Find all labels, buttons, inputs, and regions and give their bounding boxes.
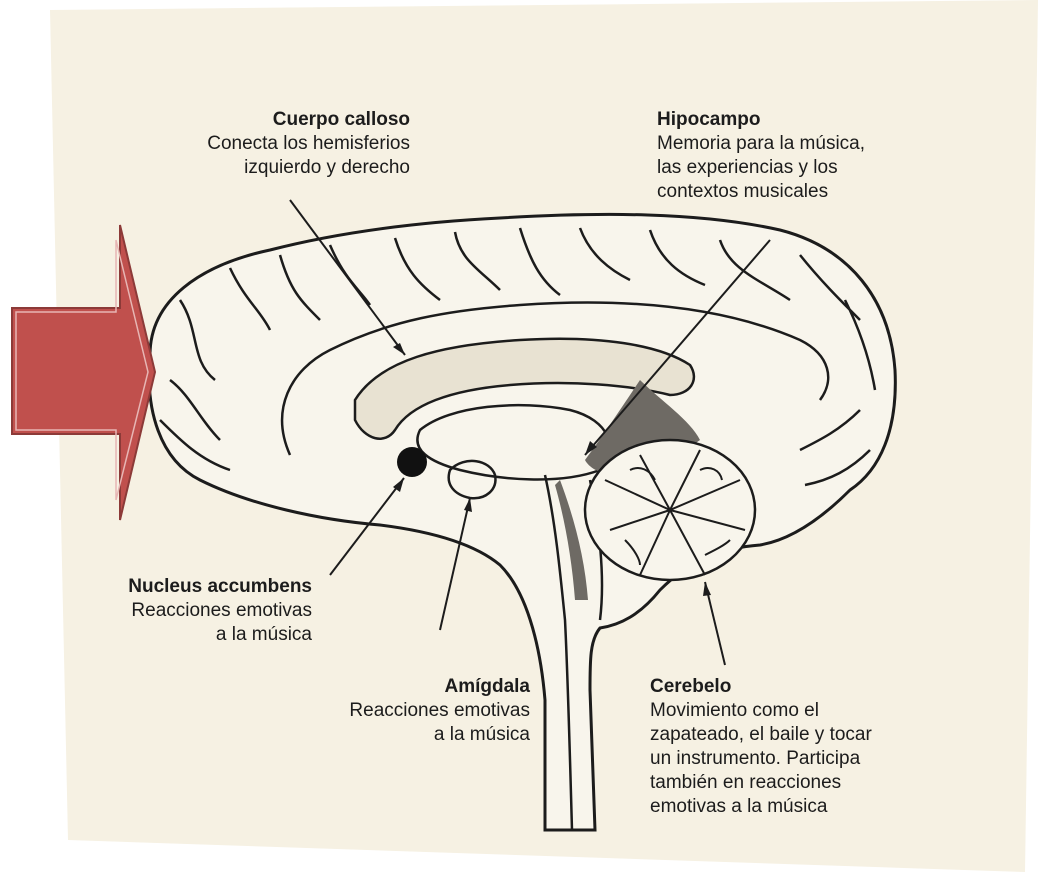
- amygdala-title: Amígdala: [250, 675, 530, 699]
- cerebellum-description: Movimiento como el zapateado, el baile y…: [650, 699, 980, 819]
- hippocampus-label: Hipocampo Memoria para la música, las ex…: [657, 108, 957, 204]
- amygdala-description: Reacciones emotivas a la música: [250, 699, 530, 747]
- cerebellum-arrowhead: [703, 582, 711, 596]
- cerebellum-title: Cerebelo: [650, 675, 980, 699]
- nucleus-accumbens-dot: [397, 447, 427, 477]
- corpus-callosum-title: Cuerpo calloso: [120, 108, 410, 132]
- nucleus-accumbens-description: Reacciones emotivas a la música: [62, 599, 312, 647]
- hippocampus-title: Hipocampo: [657, 108, 957, 132]
- nucleus-accumbens-title: Nucleus accumbens: [62, 575, 312, 599]
- nucleus-accumbens-label: Nucleus accumbens Reacciones emotivas a …: [62, 575, 312, 647]
- cerebellum-label: Cerebelo Movimiento como el zapateado, e…: [650, 675, 980, 819]
- red-pointer-arrow: [12, 225, 155, 520]
- amygdala-label: Amígdala Reacciones emotivas a la música: [250, 675, 530, 747]
- corpus-callosum-label: Cuerpo calloso Conecta los hemisferios i…: [120, 108, 410, 180]
- hippocampus-description: Memoria para la música, las experiencias…: [657, 132, 957, 204]
- corpus-callosum-description: Conecta los hemisferios izquierdo y dere…: [120, 132, 410, 180]
